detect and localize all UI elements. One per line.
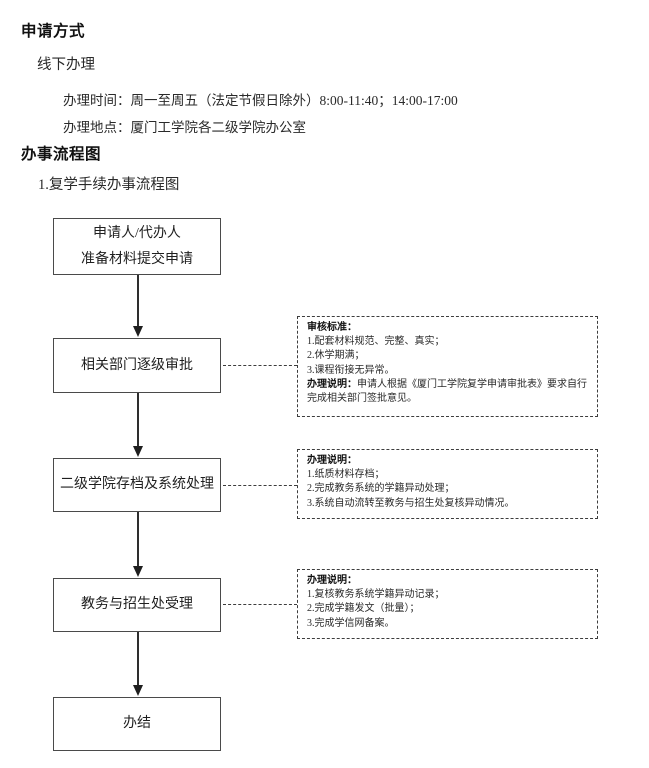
- flow-node-apply-line2: 准备材料提交申请: [81, 251, 193, 267]
- annotation-1-title: 审核标准：: [307, 322, 357, 333]
- text-office-hours: 办理时间：周一至周五（法定节假日除外）8:00-11:40；14:00-17:0…: [63, 89, 458, 109]
- annotation-3-title: 办理说明：: [307, 575, 357, 586]
- office-hours-label: 办理时间：: [63, 93, 131, 108]
- text-office-location: 办理地点：厦门工学院各二级学院办公室: [63, 116, 306, 136]
- dashed-connector-2: [223, 485, 297, 486]
- annotation-2-item: 3.系统自动流转至教务与招生处复核异动情况。: [307, 497, 515, 509]
- flow-node-registrar-accept-line1: 教务与招生处受理: [81, 597, 193, 612]
- annotation-1-item: 3.课程衔接无异常。: [307, 364, 395, 376]
- arrow-down-icon: [132, 326, 143, 337]
- annotation-3-item: 3.完成学信网备案。: [307, 617, 395, 629]
- arrow-down-icon: [132, 446, 143, 457]
- text-offline-method: 线下办理: [37, 57, 95, 73]
- flow-node-complete-line1: 办结: [123, 716, 151, 731]
- flow-node-registrar-accept: 教务与招生处受理: [53, 578, 221, 632]
- annotation-3-item: 2.完成学籍发文（批量）；: [307, 603, 420, 615]
- annotation-1-item: 2.休学期满；: [307, 350, 365, 362]
- flow-node-college-archive-line1: 二级学院存档及系统处理: [60, 477, 214, 492]
- annotation-1-item: 1.配套材料规范、完整、真实；: [307, 336, 445, 348]
- annotation-1-note-label: 办理说明：: [307, 378, 357, 390]
- annotation-registrar-note: 办理说明： 1.复核教务系统学籍异动记录； 2.完成学籍发文（批量）； 3.完成…: [297, 569, 598, 639]
- annotation-1-note: 办理说明：申请人根据《厦门工学院复学申请审批表》要求自行完成相关部门签批意见。: [307, 378, 592, 406]
- annotation-1-note-text: 申请人根据《厦门工学院复学申请审批表》要求自行完成相关部门签批意见。: [307, 378, 587, 405]
- annotation-3-item: 1.复核教务系统学籍异动记录；: [307, 589, 445, 601]
- flow-node-apply-line1: 申请人/代办人: [93, 225, 181, 241]
- annotation-2-title: 办理说明：: [307, 455, 357, 466]
- flow-node-apply: 申请人/代办人 准备材料提交申请: [53, 218, 221, 275]
- flow-node-approval: 相关部门逐级审批: [53, 338, 221, 393]
- flow-node-college-archive: 二级学院存档及系统处理: [53, 458, 221, 512]
- arrow-down-icon: [132, 566, 143, 577]
- flow-arrow-line-2: [137, 393, 139, 446]
- text-flowchart-caption: 1.复学手续办事流程图: [38, 177, 180, 193]
- dashed-connector-1: [223, 365, 297, 366]
- flow-arrow-line-3: [137, 512, 139, 566]
- heading-apply-method: 申请方式: [21, 23, 86, 40]
- annotation-2-item: 1.纸质材料存档；: [307, 469, 385, 481]
- annotation-college-note: 办理说明： 1.纸质材料存档； 2.完成教务系统的学籍异动处理； 3.系统自动流…: [297, 449, 598, 519]
- flow-arrow-line-4: [137, 632, 139, 685]
- flow-node-approval-line1: 相关部门逐级审批: [81, 357, 193, 373]
- arrow-down-icon: [132, 685, 143, 696]
- office-hours-value: 周一至周五（法定节假日除外）8:00-11:40；14:00-17:00: [130, 93, 458, 108]
- annotation-review-criteria: 审核标准： 1.配套材料规范、完整、真实； 2.休学期满； 3.课程衔接无异常。…: [297, 316, 598, 417]
- heading-flowchart-section: 办事流程图: [21, 146, 102, 163]
- dashed-connector-3: [223, 604, 297, 605]
- annotation-2-item: 2.完成教务系统的学籍异动处理；: [307, 483, 455, 495]
- office-location-label: 办理地点：: [63, 120, 131, 135]
- office-location-value: 厦门工学院各二级学院办公室: [130, 120, 307, 135]
- flow-arrow-line-1: [137, 275, 139, 327]
- flow-node-complete: 办结: [53, 697, 221, 751]
